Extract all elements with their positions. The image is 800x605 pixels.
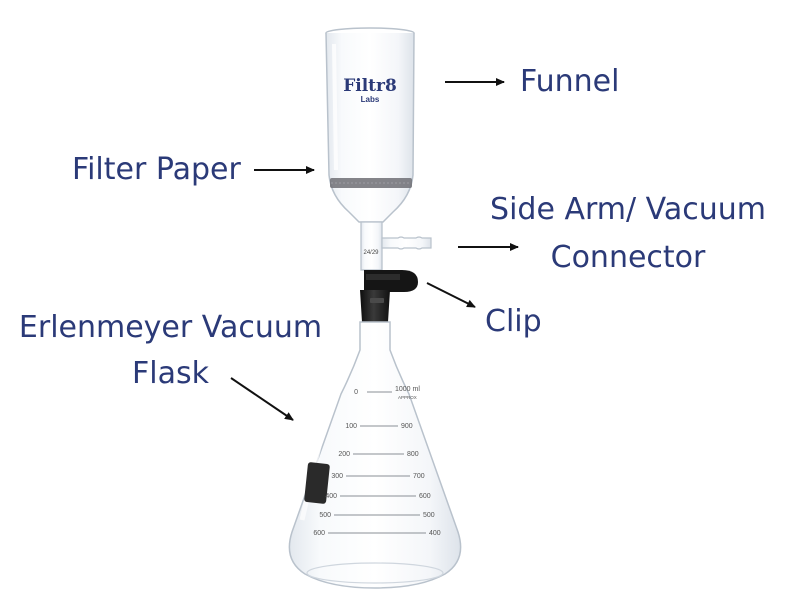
graduation-top-right: 1000 ml [395, 386, 420, 393]
graduation-top-right-sub: APPROX [398, 395, 417, 400]
funnel-label: Funnel [520, 64, 620, 99]
graduation-top-left: 0 [354, 389, 358, 396]
callout-arrows [230, 78, 519, 421]
erlenmeyer-flask: 0 1000 ml APPROX 100 200 300 400 500 600… [288, 321, 462, 589]
side-arm-label-line2: Connector [550, 240, 706, 275]
side-arm [381, 236, 432, 250]
graduation-right-3: 700 [413, 473, 425, 480]
graduation-left-2: 200 [338, 451, 350, 458]
funnel: Filtr8 Labs [325, 27, 415, 223]
clip-label: Clip [485, 304, 542, 339]
neck-marking: 24/29 [363, 250, 379, 256]
graduation-right-4: 600 [419, 493, 431, 500]
neck-and-side-arm: 24/29 [360, 221, 432, 271]
clip-arrow [426, 282, 476, 308]
graduation-left-3: 300 [331, 473, 343, 480]
graduation-marks [328, 391, 426, 534]
side-arm-label-line1: Side Arm/ Vacuum [490, 192, 766, 227]
brand-name: Filtr8 [343, 76, 397, 96]
graduation-left-5: 500 [319, 512, 331, 519]
graduation-left-6: 600 [313, 530, 325, 537]
graduation-right-5: 500 [423, 512, 435, 519]
writing-patch [304, 462, 330, 504]
graduation-right-6: 400 [429, 530, 441, 537]
graduation-left-4: 400 [325, 493, 337, 500]
rubber-stopper [360, 290, 390, 322]
brand-sub: Labs [361, 95, 380, 104]
graduation-right-2: 800 [407, 451, 419, 458]
flask-label-line2: Flask [132, 356, 209, 391]
flask-arrow [230, 377, 294, 421]
graduation-right-1: 900 [401, 423, 413, 430]
graduation-left-1: 100 [345, 423, 357, 430]
flask-label-line1: Erlenmeyer Vacuum [18, 310, 323, 345]
filter-paper-label: Filter Paper [72, 152, 241, 187]
clip [364, 270, 418, 292]
